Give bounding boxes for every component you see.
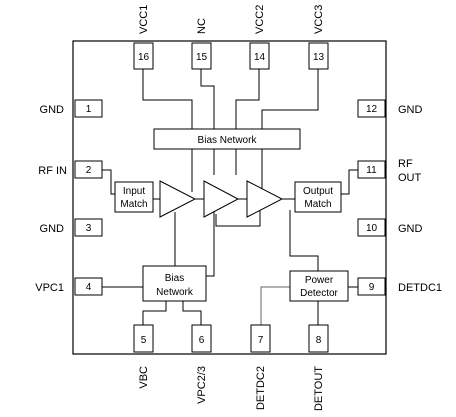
input-match-label-line2: Match	[120, 199, 147, 210]
pin-12-number: 12	[366, 104, 378, 115]
pin-15: 15 NC	[191, 18, 212, 70]
pin-15-label: NC	[196, 18, 208, 34]
block-output-match: Output Match	[294, 181, 342, 213]
pin-1-number: 1	[86, 104, 92, 115]
amplifier-stage-1	[159, 180, 197, 218]
pin-10-label: GND	[398, 223, 423, 235]
pin-3-number: 3	[86, 223, 92, 234]
bias-network-bottom-label-line2: Network	[156, 287, 194, 298]
pin-10: 10 GND	[357, 218, 423, 237]
pin-11-label-line1: RF	[398, 158, 413, 170]
pin-7-label: DETDC2	[255, 366, 267, 410]
pin-2-number: 2	[86, 165, 92, 176]
pin-8: 8 DETOUT	[308, 324, 329, 411]
power-detector-label-line1: Power	[305, 275, 334, 286]
pin-1-label: GND	[40, 104, 65, 116]
pin-10-number: 10	[366, 223, 378, 234]
pin-9-number: 9	[369, 282, 375, 293]
amplifier-stage-3	[246, 180, 284, 218]
pin-6: 6 VPC2/3	[191, 324, 212, 404]
package-outline	[72, 40, 387, 355]
pin-5-label: VBC	[138, 366, 150, 389]
output-match-label-line1: Output	[303, 186, 333, 197]
pin-5-number: 5	[141, 335, 147, 346]
pin-16-label: VCC1	[138, 5, 150, 34]
pin-2: 2 RF IN	[38, 160, 103, 179]
pin-12-label: GND	[398, 104, 423, 116]
pin-2-label: RF IN	[38, 165, 67, 177]
pin-13: 13 VCC3	[308, 5, 329, 70]
pin-7-number: 7	[258, 335, 264, 346]
output-match-label-line2: Match	[304, 199, 331, 210]
pin-16-number: 16	[138, 52, 150, 63]
pin-4: 4 VPC1	[35, 277, 103, 296]
pin-13-number: 13	[313, 52, 325, 63]
pin-13-label: VCC3	[313, 5, 325, 34]
pin-11: 11 RF OUT	[357, 158, 422, 184]
pin-4-number: 4	[86, 282, 92, 293]
block-power-detector: Power Detector	[289, 270, 349, 302]
block-bias-network-top: Bias Network	[153, 128, 301, 150]
pin-11-number: 11	[366, 165, 377, 176]
pin-12: 12 GND	[357, 99, 423, 118]
pin-6-label: VPC2/3	[196, 366, 208, 404]
pin-3: 3 GND	[40, 218, 103, 237]
pin-1: 1 GND	[40, 99, 103, 118]
bias-network-top-label: Bias Network	[198, 135, 258, 146]
pin-9-label: DETDC1	[398, 282, 442, 294]
pin-14-label: VCC2	[254, 5, 266, 34]
pin-8-label: DETOUT	[313, 366, 325, 411]
pin-8-number: 8	[316, 335, 322, 346]
pin-3-label: GND	[40, 223, 65, 235]
wires	[102, 69, 358, 325]
amplifiers	[159, 180, 284, 218]
pin-7: 7 DETDC2	[250, 324, 271, 410]
block-bias-network-bottom: Bias Network	[142, 265, 207, 302]
pin-14: 14 VCC2	[249, 5, 270, 70]
pin-14-number: 14	[254, 52, 266, 63]
power-detector-label-line2: Detector	[300, 288, 338, 299]
pin-9: 9 DETDC1	[357, 277, 442, 296]
pin-5: 5 VBC	[133, 324, 154, 389]
pin-16: 16 VCC1	[133, 5, 154, 70]
pin-6-number: 6	[199, 335, 205, 346]
pin-15-number: 15	[196, 52, 208, 63]
input-match-label-line1: Input	[123, 186, 145, 197]
block-input-match: Input Match	[114, 181, 154, 213]
amplifier-stage-2	[203, 180, 240, 218]
pin-4-label: VPC1	[35, 282, 64, 294]
pin-11-label-line2: OUT	[398, 172, 422, 184]
bias-network-bottom-label-line1: Bias	[165, 273, 184, 284]
